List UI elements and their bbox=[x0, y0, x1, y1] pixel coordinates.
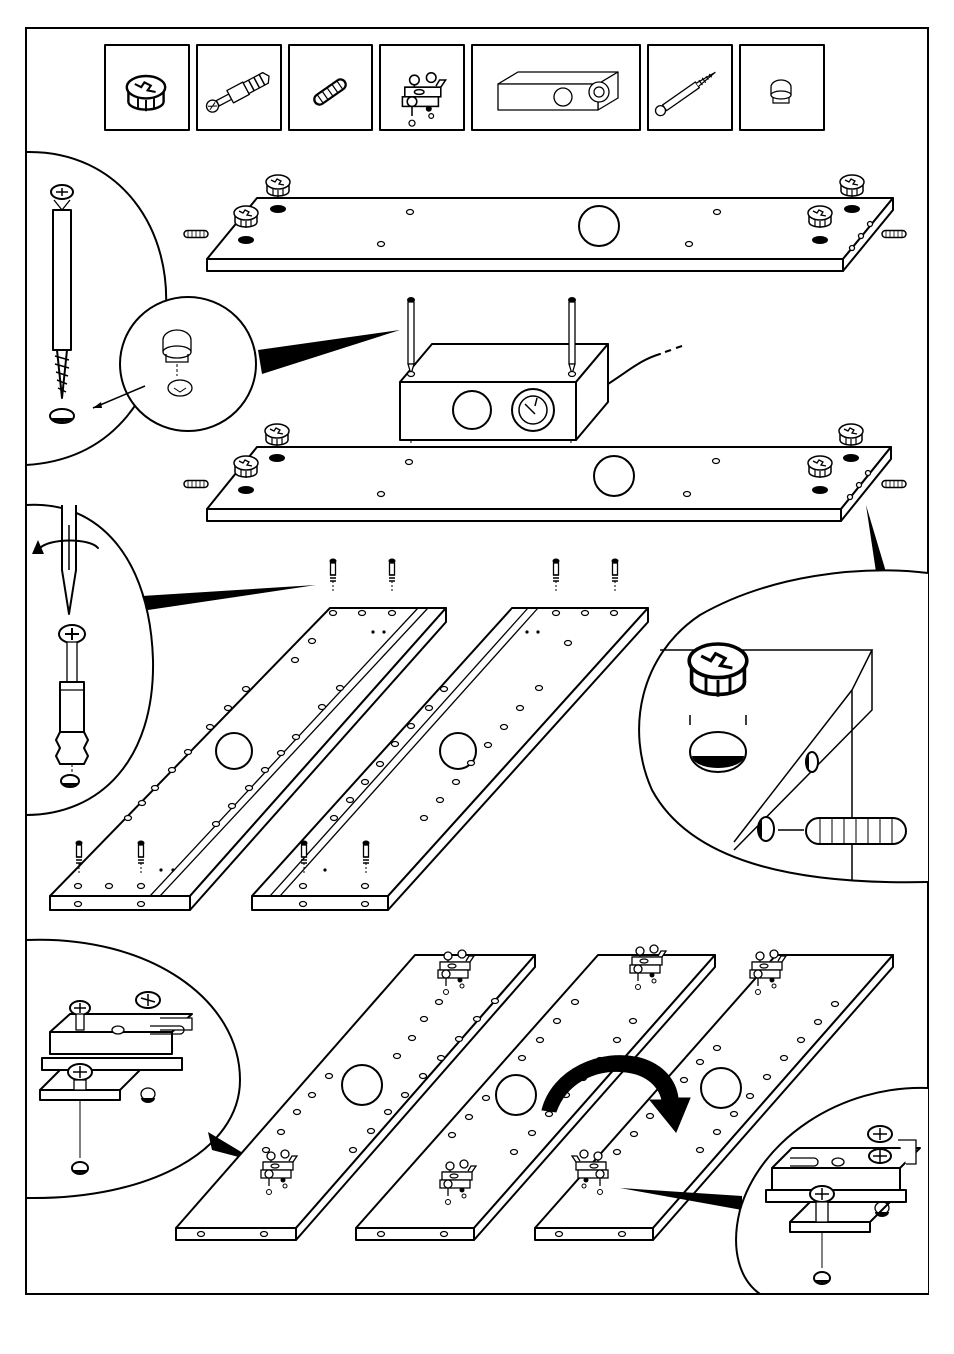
step-3-side-panel-left bbox=[49, 557, 447, 911]
cover-cap-icon bbox=[739, 44, 825, 131]
hinge-plate-icon bbox=[379, 44, 465, 131]
box-screw-left bbox=[406, 297, 416, 378]
hinge-detail-left-icon bbox=[25, 938, 258, 1200]
long-screw-icon bbox=[647, 44, 733, 131]
step-2-socket-box bbox=[399, 297, 683, 480]
step-1-top-panel bbox=[183, 174, 907, 272]
step-4-panel-c bbox=[534, 949, 894, 1241]
step-2-bottom-panel bbox=[183, 423, 907, 572]
hinge-detail-right-icon bbox=[735, 1086, 929, 1295]
parts-legend bbox=[104, 44, 825, 131]
step-4-panel-b bbox=[355, 944, 716, 1241]
socket-box-icon bbox=[471, 44, 641, 131]
step-4-panel-a bbox=[175, 949, 536, 1241]
cam-bolt-icon bbox=[196, 44, 282, 131]
screw-cap-detail-icon bbox=[25, 150, 400, 466]
cam-dowel-detail-icon bbox=[638, 569, 929, 884]
screwdriver-detail-icon bbox=[25, 503, 316, 816]
box-screw-right bbox=[567, 297, 577, 378]
cam-lock-icon bbox=[104, 44, 190, 131]
step-3-side-panel-right bbox=[251, 557, 649, 911]
flip-arrow-icon bbox=[541, 1055, 691, 1133]
wood-dowel-icon bbox=[288, 44, 373, 131]
